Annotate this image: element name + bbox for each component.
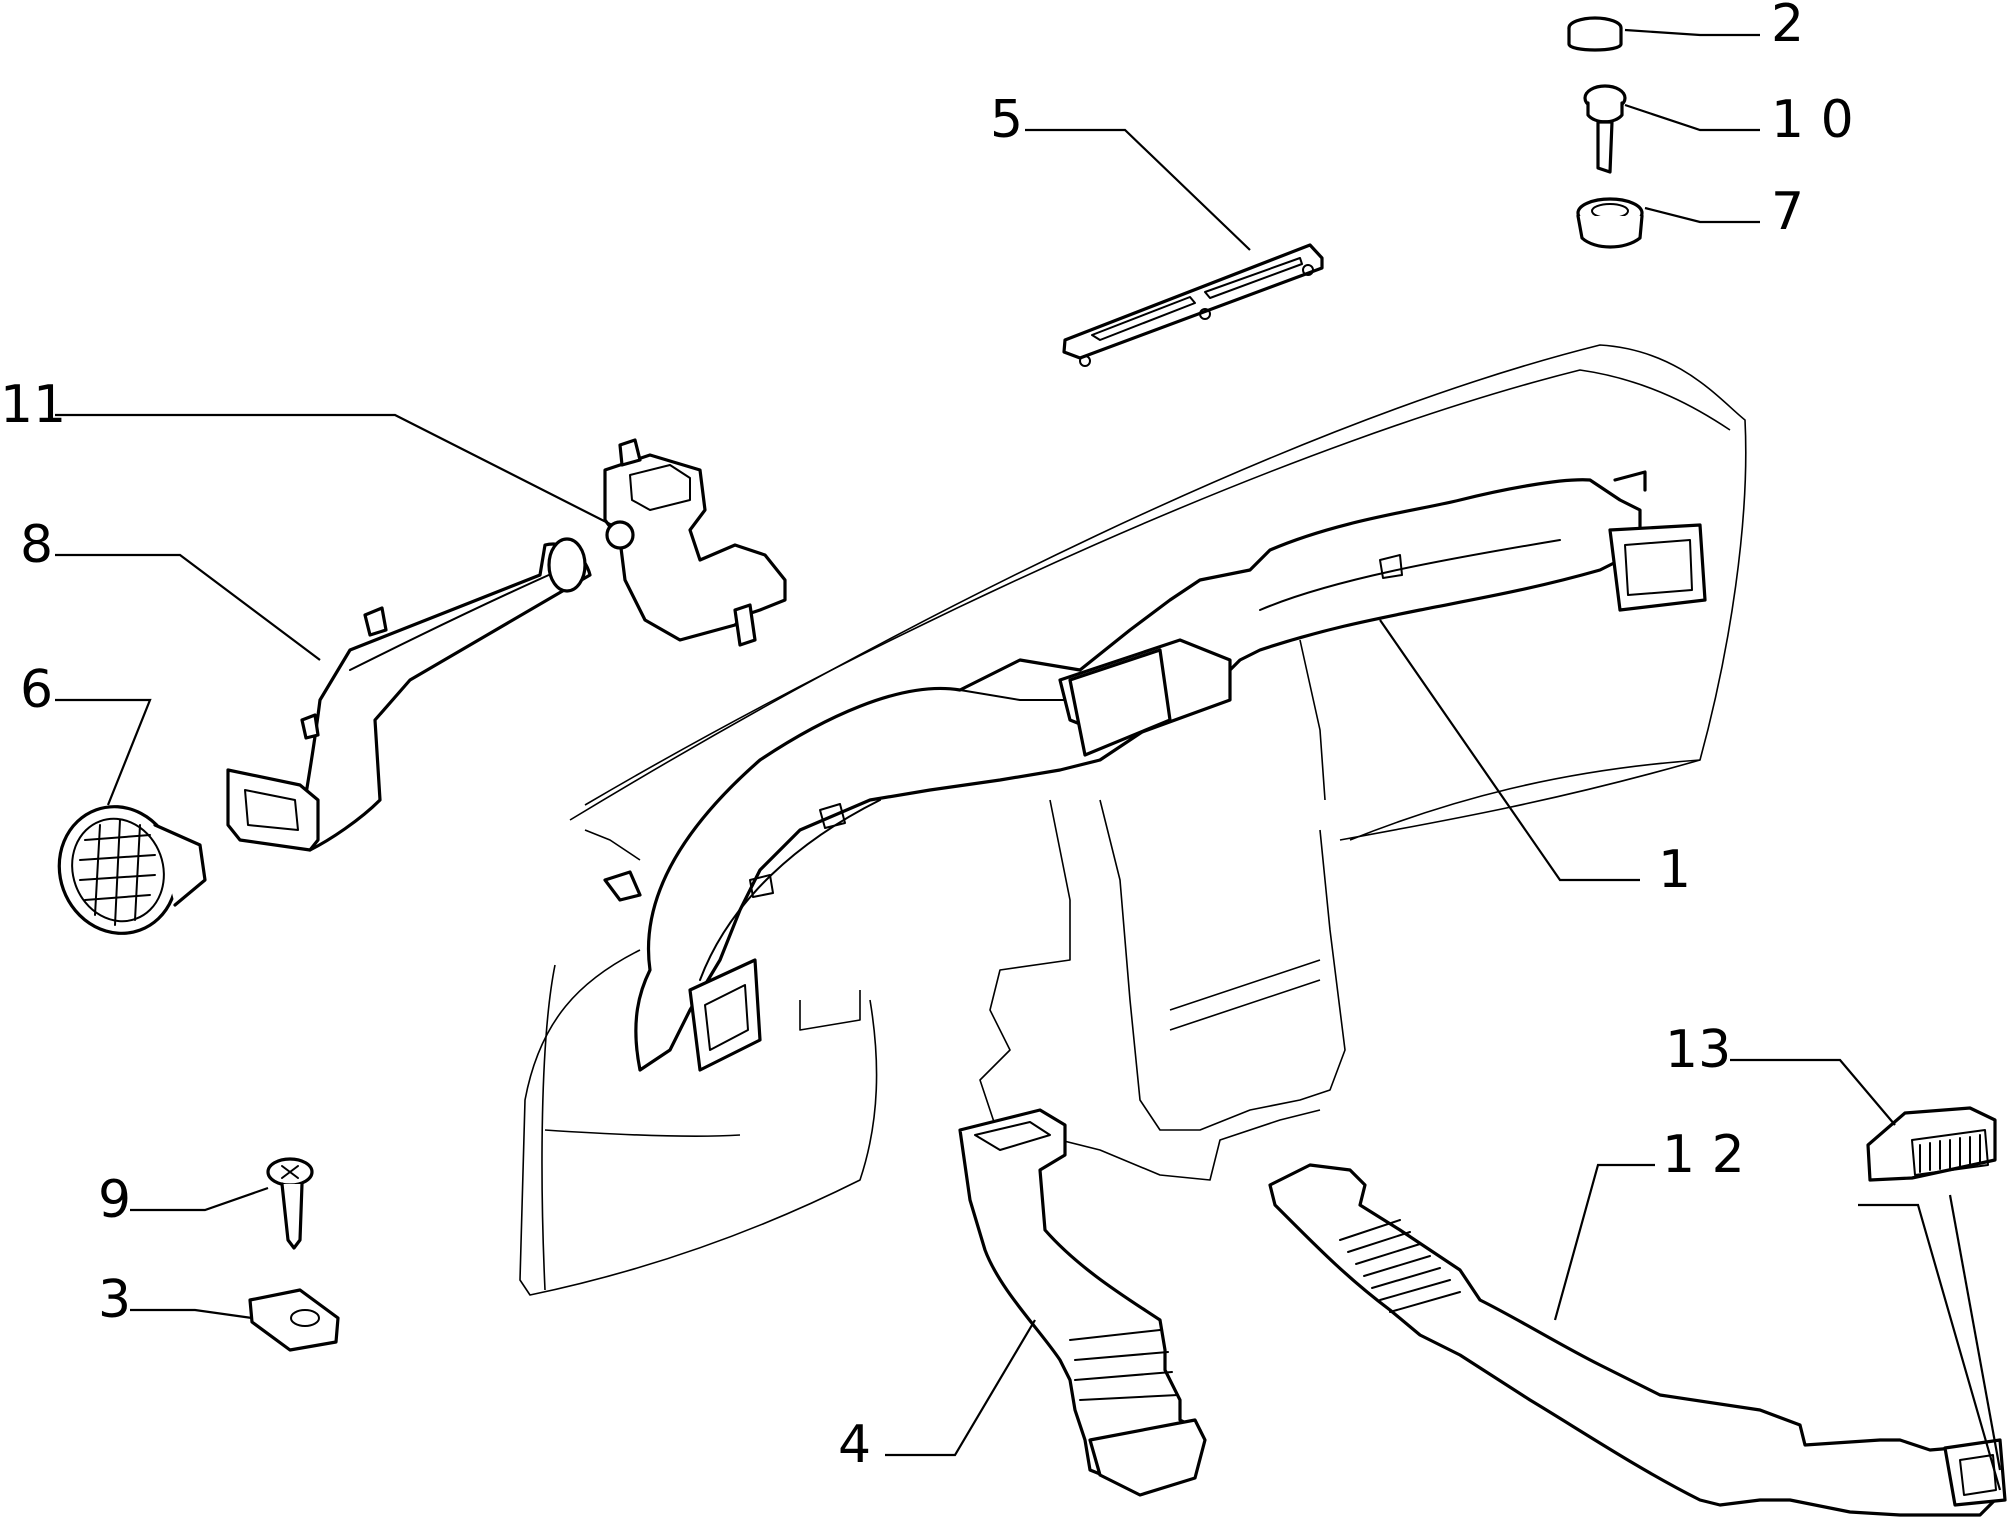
leader-2 — [1624, 28, 1760, 37]
callout-10: 1 0 — [1771, 90, 1854, 150]
part-10-screw — [1583, 84, 1627, 174]
part-12-rear-duct — [1268, 1163, 2007, 1517]
part-2-cap — [1567, 16, 1623, 52]
callout-13: 13 — [1665, 1020, 1731, 1080]
callout-4: 4 — [838, 1415, 871, 1475]
part-8-side-duct — [226, 537, 592, 852]
dashboard-panel — [519, 344, 1747, 1296]
part-13-vent-grille — [1866, 1106, 1997, 1182]
part-1-main-duct — [603, 470, 1707, 1072]
callout-2: 2 — [1771, 0, 1804, 54]
leader-3 — [130, 1308, 253, 1320]
part-4-floor-duct — [958, 1108, 1207, 1497]
callout-3: 3 — [98, 1270, 131, 1330]
leader-5 — [1025, 128, 1251, 251]
callout-11: 11 — [0, 375, 66, 435]
callout-5: 5 — [990, 90, 1023, 150]
leader-11 — [55, 413, 613, 526]
callout-labels: 1 2 3 4 5 6 7 8 9 1 0 11 1 2 13 — [0, 0, 1854, 1475]
part-3-clip — [248, 1288, 340, 1352]
part-5-defroster-grille — [1062, 243, 1324, 367]
callout-12: 1 2 — [1662, 1125, 1745, 1185]
leader-7 — [1644, 206, 1760, 224]
leader-9 — [130, 1186, 269, 1212]
leader-1 — [1379, 619, 1640, 882]
leader-6 — [55, 698, 152, 806]
leader-10 — [1624, 103, 1760, 132]
leader-13c — [1948, 1194, 2002, 1471]
callout-6: 6 — [20, 660, 53, 720]
part-11-duct-elbow — [603, 438, 787, 647]
callout-9: 9 — [98, 1170, 131, 1230]
callout-1: 1 — [1658, 840, 1691, 900]
callout-8: 8 — [20, 515, 53, 575]
part-6-round-vent — [57, 805, 207, 935]
part-7-grommet — [1576, 197, 1644, 249]
leader-12 — [1553, 1163, 1655, 1321]
part-9-screw — [266, 1157, 314, 1250]
leader-lines — [55, 28, 2002, 1491]
leader-4 — [885, 1319, 1036, 1457]
callout-7: 7 — [1771, 182, 1804, 242]
leader-13 — [1730, 1058, 1896, 1126]
leader-8 — [55, 553, 321, 661]
leader-13b — [1858, 1203, 2002, 1491]
